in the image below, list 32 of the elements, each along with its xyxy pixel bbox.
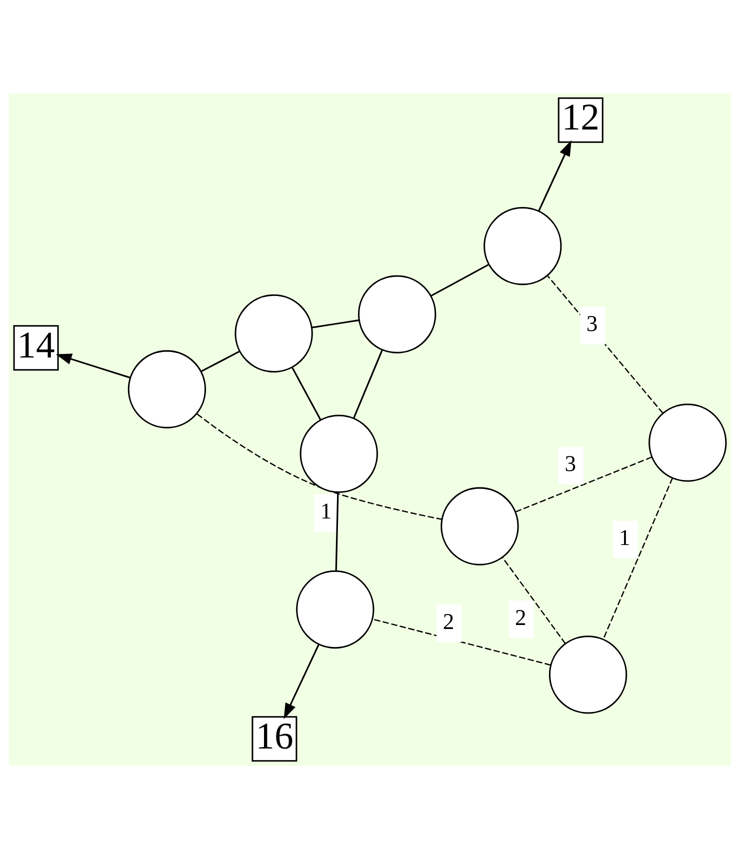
arrow: [55, 353, 130, 378]
connector: [290, 366, 321, 420]
connector: [372, 618, 550, 666]
node-circle: [483, 206, 562, 285]
arrow: [538, 140, 571, 211]
connector: [501, 556, 566, 644]
node-circle: [296, 570, 374, 648]
edge-label: 2: [442, 608, 454, 634]
edge-label: 1: [618, 524, 630, 550]
connector: [602, 477, 673, 639]
node-circle: [127, 350, 206, 428]
connector: [430, 263, 489, 296]
node-circle: [440, 486, 518, 565]
node-circle: [234, 294, 312, 372]
connector: [334, 492, 338, 570]
connector: [311, 318, 359, 328]
connector: [514, 456, 652, 512]
edge-label: 3: [564, 450, 576, 476]
arrow: [283, 644, 319, 719]
node-box: 12: [557, 96, 603, 142]
node-circle: [648, 403, 726, 482]
node-box: 16: [251, 716, 297, 762]
connector: [200, 350, 240, 372]
node-circle: [548, 635, 627, 714]
node-circle: [358, 274, 436, 353]
node-box: 14: [12, 324, 58, 370]
node-circle: [299, 414, 378, 492]
edge-label: 2: [514, 604, 526, 630]
connector: [352, 349, 382, 418]
edge-label: 1: [320, 498, 332, 524]
edge-label: 3: [586, 310, 598, 336]
connector: [196, 412, 442, 520]
